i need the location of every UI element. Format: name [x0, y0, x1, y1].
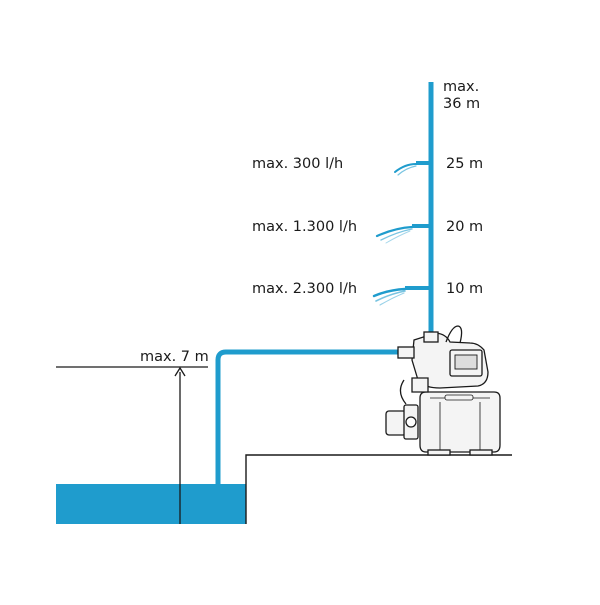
spray-25m: [394, 163, 417, 176]
flow-label-25m: max. 300 l/h: [252, 156, 344, 172]
arrow-up-icon: [174, 366, 186, 377]
height-label-10m: 10 m: [446, 281, 484, 297]
suction-pipe: [215, 349, 398, 484]
height-label-25m: 25 m: [446, 156, 484, 172]
flow-label-20m: max. 1.300 l/h: [252, 219, 358, 235]
flow-label-10m: max. 2.300 l/h: [252, 281, 358, 297]
ground-line: [245, 454, 512, 524]
spray-10m: [372, 287, 407, 306]
water-reservoir: [56, 484, 246, 524]
spray-20m: [375, 225, 414, 244]
garden-pump-icon: [385, 325, 501, 456]
height-label-20m: 20 m: [446, 219, 484, 235]
suction-height-label: max. 7 m: [140, 349, 209, 365]
height-label-36m: max. 36 m: [443, 79, 481, 112]
